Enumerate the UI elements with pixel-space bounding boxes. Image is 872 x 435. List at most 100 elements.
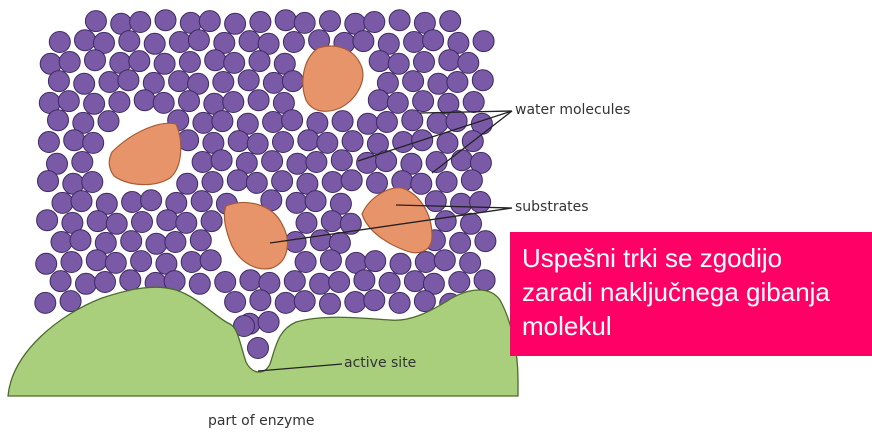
water-molecule — [403, 71, 424, 92]
water-molecule — [146, 233, 167, 254]
water-molecule — [451, 150, 472, 171]
water-molecule — [71, 191, 92, 212]
water-molecule — [379, 272, 400, 293]
water-molecule — [75, 30, 96, 51]
water-molecule — [428, 73, 449, 94]
water-molecule — [413, 91, 434, 112]
water-molecule — [119, 31, 140, 52]
water-molecule — [310, 230, 331, 251]
water-molecule — [239, 31, 260, 52]
water-molecule — [368, 90, 389, 111]
water-molecule — [258, 312, 279, 333]
water-molecule — [84, 93, 105, 114]
water-molecule — [388, 53, 409, 74]
substrate-1 — [303, 46, 363, 111]
water-molecule — [76, 273, 97, 294]
water-molecule — [285, 232, 306, 253]
water-molecule — [51, 232, 72, 253]
water-molecule — [48, 71, 69, 92]
water-molecule — [450, 232, 471, 253]
water-molecule — [74, 73, 95, 94]
water-molecule — [341, 170, 362, 191]
water-molecule — [282, 71, 303, 92]
water-molecule — [157, 210, 178, 231]
water-molecule — [134, 90, 155, 111]
water-molecule — [305, 191, 326, 212]
water-molecule — [153, 92, 174, 113]
water-molecule — [357, 113, 378, 134]
water-molecule — [367, 172, 388, 193]
water-molecule — [98, 111, 119, 132]
water-molecule — [155, 10, 176, 31]
water-molecule — [463, 92, 484, 113]
water-molecule — [472, 70, 493, 91]
water-molecule — [189, 273, 210, 294]
water-molecule — [284, 271, 305, 292]
water-molecule — [165, 232, 186, 253]
water-molecule — [376, 112, 397, 133]
substrate-3 — [224, 203, 287, 269]
water-molecule — [434, 250, 455, 271]
water-molecule — [70, 230, 91, 251]
water-molecule — [364, 290, 385, 311]
water-molecule — [213, 72, 234, 93]
water-molecule — [331, 150, 352, 171]
water-molecule — [296, 212, 317, 233]
water-molecule — [317, 132, 338, 153]
water-molecule — [106, 213, 127, 234]
water-molecule — [224, 52, 245, 73]
water-molecule — [177, 173, 198, 194]
water-molecule — [345, 292, 366, 313]
water-molecule — [329, 272, 350, 293]
water-pointer-1 — [420, 111, 512, 113]
water-molecule — [238, 70, 259, 91]
water-molecule — [211, 150, 232, 171]
water-molecule — [118, 70, 139, 91]
label-active-site: active site — [344, 355, 416, 371]
water-molecule — [425, 191, 446, 212]
water-molecule — [202, 172, 223, 193]
water-molecule — [249, 51, 270, 72]
water-molecule — [404, 271, 425, 292]
water-molecule — [248, 90, 269, 111]
water-molecule — [169, 32, 190, 53]
water-molecule — [95, 272, 116, 293]
water-molecule — [250, 12, 271, 33]
water-molecule — [246, 172, 267, 193]
water-molecule — [342, 131, 363, 152]
water-molecule — [191, 191, 212, 212]
water-molecule — [190, 230, 211, 251]
water-molecule — [298, 130, 319, 151]
water-molecule — [423, 30, 444, 51]
water-molecule — [169, 71, 190, 92]
water-molecule — [427, 112, 448, 133]
water-molecule — [390, 253, 411, 274]
callout-text: Uspešni trki se zgodijo zaradi naključne… — [522, 241, 862, 343]
water-molecule — [470, 192, 491, 213]
water-molecule — [122, 192, 143, 213]
water-molecule — [414, 52, 435, 73]
water-molecule — [35, 292, 56, 313]
water-molecule — [121, 231, 142, 252]
water-molecule — [354, 270, 375, 291]
water-molecule — [411, 173, 432, 194]
water-molecule — [294, 12, 315, 33]
water-molecule — [320, 11, 341, 32]
water-molecule — [131, 251, 152, 272]
water-molecule — [82, 172, 103, 193]
water-molecule — [332, 111, 353, 132]
label-part-of-enzyme: part of enzyme — [208, 413, 314, 429]
water-molecule — [294, 291, 315, 312]
water-molecule — [36, 253, 57, 274]
water-molecule — [223, 92, 244, 113]
water-molecule — [439, 50, 460, 71]
water-molecule — [461, 170, 482, 191]
label-substrates: substrates — [515, 199, 589, 215]
substrate-2 — [109, 123, 181, 184]
water-molecule — [49, 32, 70, 53]
water-molecule — [353, 31, 374, 52]
water-molecule — [154, 53, 175, 74]
water-molecule — [460, 252, 481, 273]
water-molecule — [369, 51, 390, 72]
